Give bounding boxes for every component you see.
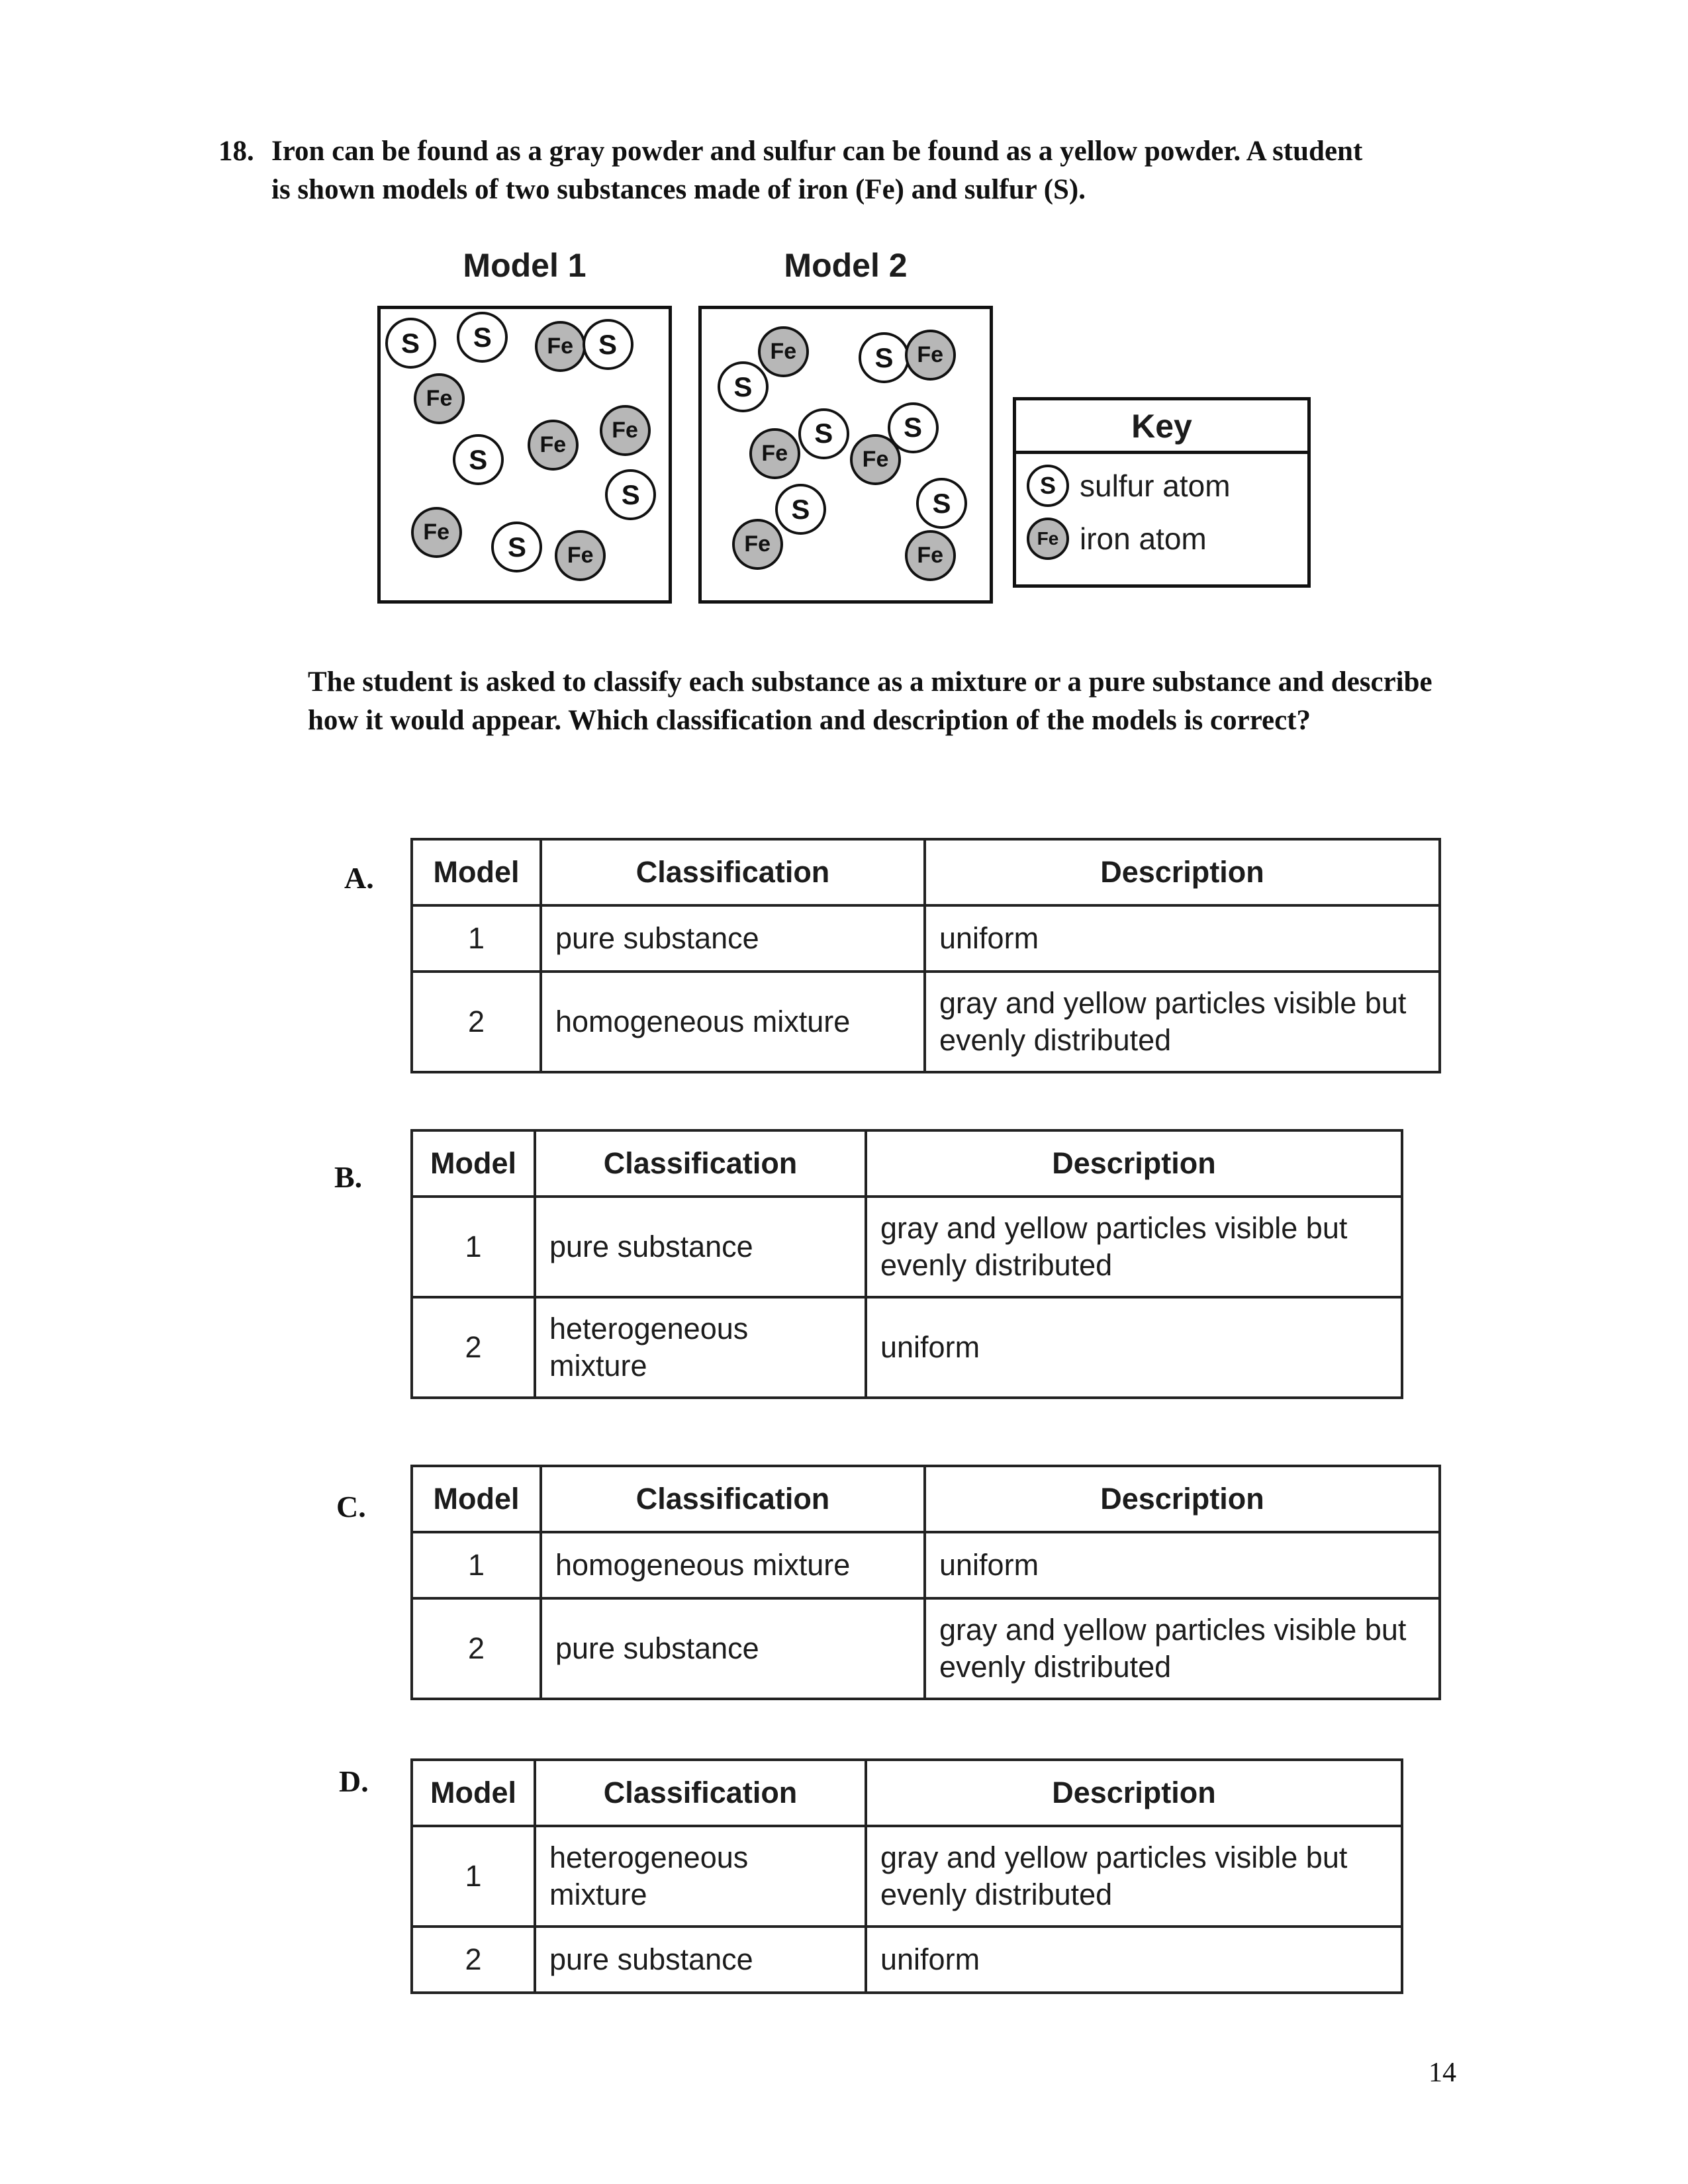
column-header-classification: Classification [539,838,926,907]
page-number: 14 [1429,2058,1456,2088]
model2-title: Model 2 [784,247,908,284]
sulfur-atom: S [452,434,504,486]
classification-cell: pure substance [534,1925,867,1994]
description-cell: uniform [865,1925,1403,1994]
column-header-model: Model [410,838,542,907]
table-row: 2 homogeneous mixture gray and yellow pa… [410,970,1441,1073]
sulfur-atom: S [859,332,910,384]
option-b-table: Model Classification Description 1 pure … [410,1129,1403,1399]
table-header-row: Model Classification Description [410,1465,1441,1533]
sulfur-atom: S [582,319,633,371]
key-box: Key S sulfur atom Fe iron atom [1013,397,1311,588]
option-letter-d: D. [339,1764,369,1798]
classification-cell: homogeneous mixture [539,1531,926,1600]
table-row: 2 pure substance uniform [410,1925,1403,1994]
key-entry-label: sulfur atom [1080,469,1231,503]
table-row: 2 pure substance gray and yellow particl… [410,1597,1441,1700]
description-cell: uniform [923,904,1441,973]
iron-atom: Fe [527,420,579,471]
description-cell: uniform [923,1531,1441,1600]
key-title: Key [1016,400,1307,454]
option-d-table: Model Classification Description 1 heter… [410,1758,1403,1994]
column-header-description: Description [923,1465,1441,1533]
column-header-description: Description [865,1129,1403,1198]
option-letter-b: B. [334,1160,363,1194]
option-letter-a: A. [344,861,374,895]
classification-cell: heterogeneous mixture [534,1296,867,1399]
sulfur-atom: S [798,408,849,459]
question-text: Iron can be found as a gray powder and s… [271,136,1363,205]
iron-atom: Fe [757,326,809,378]
column-header-classification: Classification [534,1758,867,1827]
description-cell: gray and yellow particles visible but ev… [865,1195,1403,1298]
sulfur-atom: S [717,361,769,413]
table-header-row: Model Classification Description [410,838,1441,907]
iron-atom: Fe [599,405,651,457]
iron-atom: Fe [749,428,800,480]
model1-title: Model 1 [463,247,586,284]
classification-cell: heterogeneous mixture [534,1825,867,1928]
column-header-description: Description [923,838,1441,907]
model-cell: 2 [410,970,542,1073]
description-cell: uniform [865,1296,1403,1399]
model-cell: 2 [410,1925,536,1994]
model-cell: 1 [410,1825,536,1928]
option-c-table: Model Classification Description 1 homog… [410,1465,1441,1700]
column-header-classification: Classification [534,1129,867,1198]
description-cell: gray and yellow particles visible but ev… [865,1825,1403,1928]
classification-cell: pure substance [534,1195,867,1298]
sulfur-atom: S [491,522,543,573]
classification-cell: homogeneous mixture [539,970,926,1073]
column-header-model: Model [410,1129,536,1198]
description-cell: gray and yellow particles visible but ev… [923,970,1441,1073]
column-header-model: Model [410,1465,542,1533]
iron-atom: Fe [731,518,783,570]
description-cell: gray and yellow particles visible but ev… [923,1597,1441,1700]
table-row: 1 pure substance gray and yellow particl… [410,1195,1403,1298]
column-header-model: Model [410,1758,536,1827]
iron-atom: Fe [534,320,586,372]
table-row: 1 heterogeneous mixture gray and yellow … [410,1825,1403,1928]
iron-atom: Fe [1027,518,1069,560]
table-header-row: Model Classification Description [410,1129,1403,1198]
key-entry-iron: Fe iron atom [1016,507,1307,560]
column-header-description: Description [865,1758,1403,1827]
column-header-classification: Classification [539,1465,926,1533]
question-prompt: The student is asked to classify each su… [308,666,1432,736]
table-row: 1 homogeneous mixture uniform [410,1531,1441,1600]
option-letter-c: C. [336,1490,366,1524]
model-cell: 2 [410,1597,542,1700]
model-cell: 1 [410,1531,542,1600]
table-row: 2 heterogeneous mixture uniform [410,1296,1403,1399]
iron-atom: Fe [410,507,462,559]
iron-atom: Fe [414,373,465,424]
sulfur-atom: S [1027,465,1069,507]
key-entry-label: iron atom [1080,522,1207,556]
sulfur-atom: S [385,318,436,369]
model-cell: 1 [410,1195,536,1298]
question-block: 18. Iron can be found as a gray powder a… [218,132,1374,209]
model1-box: S S Fe S Fe Fe Fe S S Fe S Fe [377,306,672,604]
iron-atom: Fe [904,530,956,582]
option-a-table: Model Classification Description 1 pure … [410,838,1441,1073]
sulfur-atom: S [774,484,826,535]
model-cell: 1 [410,904,542,973]
sulfur-atom: S [457,312,508,363]
key-entry-sulfur: S sulfur atom [1016,454,1307,507]
sulfur-atom: S [605,469,657,520]
table-row: 1 pure substance uniform [410,904,1441,973]
table-header-row: Model Classification Description [410,1758,1403,1827]
iron-atom: Fe [904,329,956,381]
question-number: 18. [218,136,254,167]
iron-atom: Fe [850,434,902,486]
classification-cell: pure substance [539,1597,926,1700]
classification-cell: pure substance [539,904,926,973]
model-cell: 2 [410,1296,536,1399]
iron-atom: Fe [555,530,606,582]
sulfur-atom: S [916,478,968,529]
model2-box: Fe S S Fe Fe S S Fe S Fe S Fe [698,306,993,604]
